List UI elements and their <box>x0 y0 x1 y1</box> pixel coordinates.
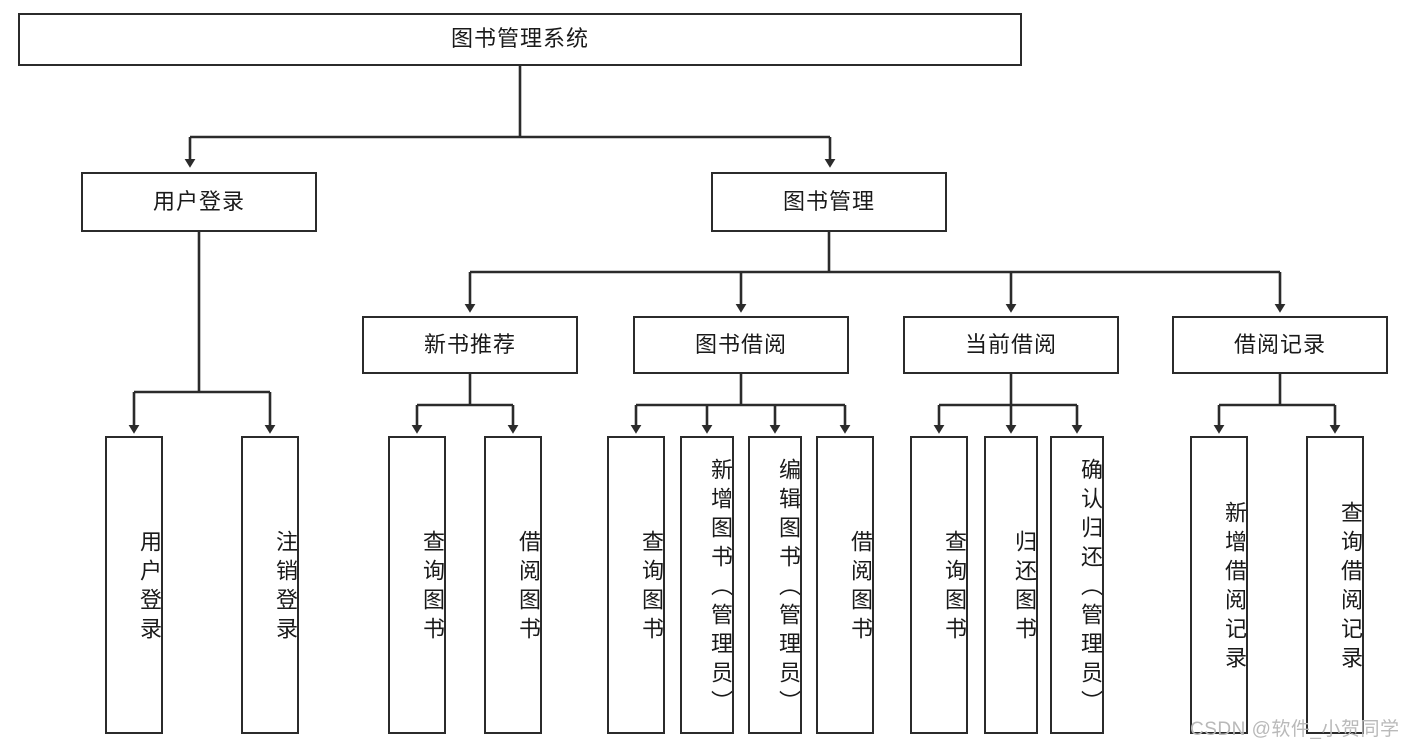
leaf-logout[interactable]: 注销登录 <box>241 436 299 734</box>
leaf-user-login[interactable]: 用户登录 <box>105 436 163 734</box>
node-current-borrow-label: 当前借阅 <box>964 331 1057 357</box>
node-current-borrow[interactable]: 当前借阅 <box>903 316 1119 374</box>
leaf-query-borrow-record-label: 查询借阅记录 <box>1338 501 1363 675</box>
leaf-add-borrow-record[interactable]: 新增借阅记录 <box>1190 436 1248 734</box>
leaf-borrow-book-label: 借阅图书 <box>848 530 873 646</box>
leaf-edit-book-admin-label: 编辑图书（管理员） <box>776 457 801 719</box>
node-borrow-record-label: 借阅记录 <box>1233 331 1326 357</box>
leaf-user-login-label: 用户登录 <box>137 530 162 646</box>
node-new-book-recommend[interactable]: 新书推荐 <box>362 316 578 374</box>
leaf-logout-label: 注销登录 <box>273 530 298 646</box>
leaf-query-borrow-record[interactable]: 查询借阅记录 <box>1306 436 1364 734</box>
leaf-query-book-current[interactable]: 查询图书 <box>910 436 968 734</box>
node-book-borrow[interactable]: 图书借阅 <box>633 316 849 374</box>
node-book-management[interactable]: 图书管理 <box>711 172 947 232</box>
leaf-borrow-book-newbook[interactable]: 借阅图书 <box>484 436 542 734</box>
leaf-return-book-label: 归还图书 <box>1012 530 1037 646</box>
leaf-edit-book-admin[interactable]: 编辑图书（管理员） <box>748 436 802 734</box>
leaf-query-book-newbook[interactable]: 查询图书 <box>388 436 446 734</box>
leaf-query-book-current-label: 查询图书 <box>942 530 967 646</box>
leaf-borrow-book[interactable]: 借阅图书 <box>816 436 874 734</box>
leaf-query-book-newbook-label: 查询图书 <box>420 530 445 646</box>
leaf-query-book-borrow[interactable]: 查询图书 <box>607 436 665 734</box>
node-user-login-label: 用户登录 <box>152 188 245 214</box>
node-book-management-label: 图书管理 <box>782 188 875 214</box>
node-book-borrow-label: 图书借阅 <box>694 331 787 357</box>
leaf-query-book-borrow-label: 查询图书 <box>639 530 664 646</box>
leaf-borrow-book-newbook-label: 借阅图书 <box>516 530 541 646</box>
node-borrow-record[interactable]: 借阅记录 <box>1172 316 1388 374</box>
node-root-system-label: 图书管理系统 <box>450 26 589 52</box>
node-new-book-recommend-label: 新书推荐 <box>423 331 516 357</box>
leaf-add-book-admin-label: 新增图书（管理员） <box>708 457 733 719</box>
leaf-add-borrow-record-label: 新增借阅记录 <box>1222 501 1247 675</box>
leaf-confirm-return-admin-label: 确认归还（管理员） <box>1078 457 1103 719</box>
node-user-login[interactable]: 用户登录 <box>81 172 317 232</box>
node-root-system[interactable]: 图书管理系统 <box>18 13 1022 66</box>
leaf-confirm-return-admin[interactable]: 确认归还（管理员） <box>1050 436 1104 734</box>
csdn-watermark: CSDN @软件_小贺同学 <box>1190 719 1400 740</box>
leaf-return-book[interactable]: 归还图书 <box>984 436 1038 734</box>
leaf-add-book-admin[interactable]: 新增图书（管理员） <box>680 436 734 734</box>
